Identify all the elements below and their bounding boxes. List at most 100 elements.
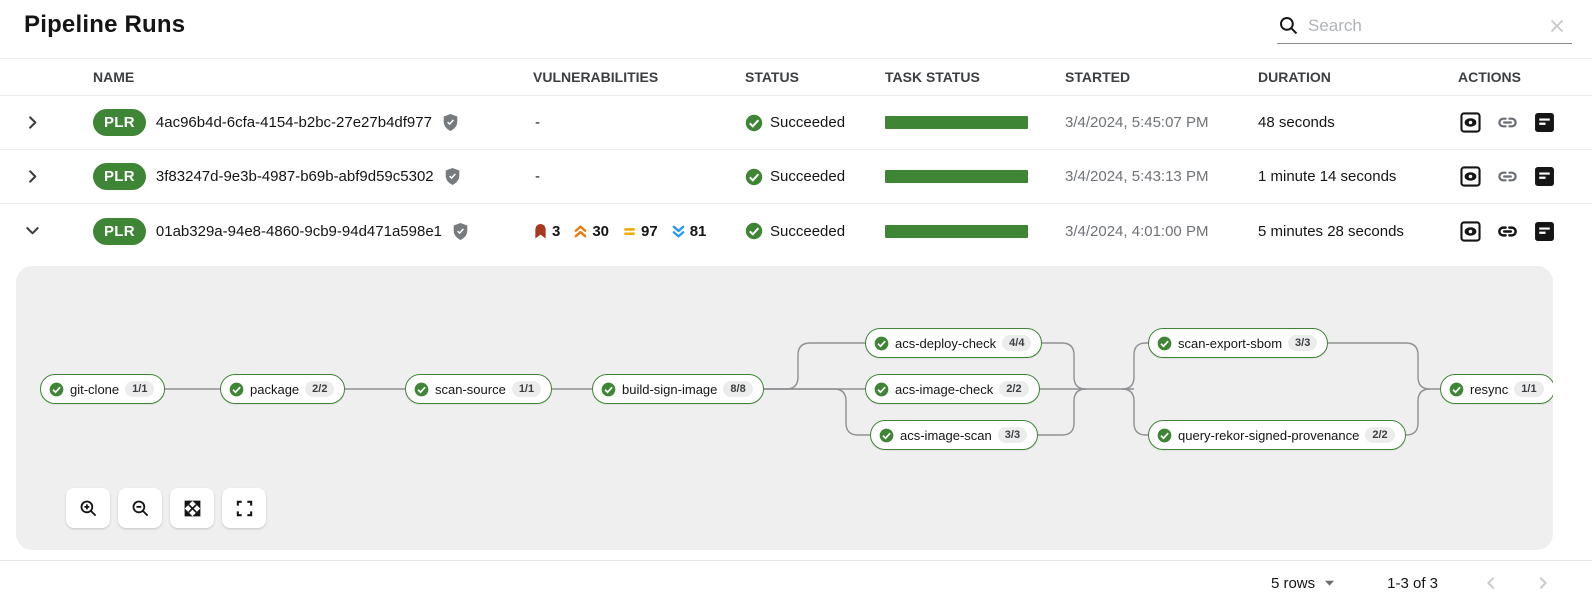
link-icon-button[interactable] [1494,218,1521,245]
duration-value: 48 seconds [1258,114,1335,131]
view-logs-icon-button[interactable] [1532,164,1557,189]
task-success-icon [879,428,894,442]
column-header-started: STARTED [1065,69,1131,85]
low-count: 81 [689,222,707,240]
search-input[interactable] [1308,15,1546,36]
task-success-icon [1449,382,1464,396]
rows-per-page-select[interactable]: 5 rows [1271,575,1335,592]
status-label: Succeeded [770,168,846,185]
task-node-scan-export-sbom[interactable]: scan-export-sbom 3/3 [1148,328,1329,358]
task-node-count: 2/2 [305,381,335,397]
view-output-icon-button[interactable] [1458,164,1483,189]
column-header-task-status: TASK STATUS [885,69,980,85]
task-node-count: 1/1 [511,381,542,397]
low-severity-icon [672,225,685,238]
started-timestamp: 3/4/2024, 5:45:07 PM [1065,114,1209,131]
task-node-label: package [250,381,300,397]
task-status-bar [885,170,1028,183]
task-node-count: 2/2 [999,381,1029,397]
search-box [1277,10,1572,44]
column-header-status: STATUS [745,69,799,85]
fit-to-screen-button[interactable] [170,488,214,528]
zoom-out-button[interactable] [118,488,162,528]
rows-per-page-label: 5 rows [1270,574,1316,592]
expand-chevron-down-icon[interactable] [21,219,44,242]
caret-down-icon [1325,580,1335,586]
task-success-icon [874,336,889,350]
task-node-git-clone[interactable]: git-clone 1/1 [40,374,166,404]
plr-badge: PLR [93,109,146,136]
fullscreen-brackets-icon [236,500,252,516]
fit-to-screen-icon [184,500,200,516]
success-check-icon [745,114,763,131]
task-node-label: git-clone [70,381,120,397]
column-header-name: NAME [93,69,135,85]
signed-shield-icon [442,113,459,132]
link-icon-button[interactable] [1494,163,1521,190]
task-status-bar [885,116,1028,129]
expand-chevron-right-icon[interactable] [21,165,44,188]
task-success-icon [874,382,889,396]
expand-chevron-right-icon[interactable] [21,111,44,134]
plr-badge: PLR [93,217,146,245]
view-output-icon-button[interactable] [1458,110,1483,135]
signed-shield-icon [452,222,469,241]
search-clear-icon[interactable] [1546,17,1568,35]
view-output-icon-button[interactable] [1458,219,1483,244]
high-severity-icon [574,224,587,237]
reset-view-button[interactable] [222,488,266,528]
pipeline-graph-panel: git-clone 1/1 package 2/2 scan-source 1/… [16,266,1553,550]
search-icon [1279,16,1298,35]
column-header-actions: ACTIONS [1458,69,1521,85]
signed-shield-icon [444,167,461,186]
task-node-scan-source[interactable]: scan-source 1/1 [405,374,553,404]
plr-badge: PLR [93,163,146,190]
zoom-in-button[interactable] [66,488,110,528]
task-node-acs-image-check[interactable]: acs-image-check 2/2 [865,374,1040,404]
success-check-icon [745,168,763,185]
pipeline-run-name[interactable]: 3f83247d-9e3b-4987-b69b-abf9d59c5302 [155,168,434,185]
table-row: PLR 4ac96b4d-6cfa-4154-b2bc-27e27b4df977… [0,96,1592,150]
app-header: Pipeline Runs [0,0,1592,58]
task-status-bar [885,224,1028,238]
task-node-label: acs-image-check [895,381,994,397]
pipeline-run-name[interactable]: 01ab329a-94e8-4860-9cb9-94d471a598e1 [155,222,442,240]
table-row: PLR 01ab329a-94e8-4860-9cb9-94d471a598e1… [0,204,1592,258]
started-timestamp: 3/4/2024, 5:43:13 PM [1065,168,1209,185]
high-count: 30 [592,222,610,240]
task-node-query-rekor-signed-provenance[interactable]: query-rekor-signed-provenance 2/2 [1148,420,1406,450]
task-node-build-sign-image[interactable]: build-sign-image 8/8 [592,374,764,404]
task-node-label: acs-deploy-check [895,335,997,351]
view-logs-icon-button[interactable] [1532,110,1557,135]
vulnerabilities-summary: 3 30 97 81 [533,223,745,240]
pagination: 5 rows 1-3 of 3 [1271,561,1568,604]
next-page-chevron-icon[interactable] [1532,572,1554,594]
task-success-icon [1157,428,1172,442]
critical-severity-icon [535,223,546,239]
page-range-label: 1-3 of 3 [1387,574,1438,592]
task-node-resync[interactable]: resync 1/1 [1440,374,1553,404]
status-label: Succeeded [770,222,846,240]
link-icon-button[interactable] [1494,109,1521,136]
medium-severity-icon [624,227,635,235]
duration-value: 1 minute 14 seconds [1258,168,1397,185]
task-node-count: 1/1 [1514,381,1544,397]
task-node-label: resync [1470,381,1509,397]
task-node-package[interactable]: package 2/2 [220,374,346,404]
task-node-acs-deploy-check[interactable]: acs-deploy-check 4/4 [865,328,1043,358]
task-success-icon [1157,336,1172,350]
critical-count: 3 [552,222,561,240]
task-success-icon [601,382,616,396]
view-logs-icon-button[interactable] [1532,219,1557,244]
previous-page-chevron-icon[interactable] [1480,572,1502,594]
task-success-icon [49,382,64,396]
column-header-duration: DURATION [1258,69,1331,85]
graph-controls [66,488,266,528]
task-success-icon [414,382,429,396]
vulnerabilities-empty: - [535,114,540,131]
pipeline-run-name[interactable]: 4ac96b4d-6cfa-4154-b2bc-27e27b4df977 [155,114,432,131]
task-node-label: query-rekor-signed-provenance [1178,427,1360,443]
task-node-acs-image-scan[interactable]: acs-image-scan 3/3 [870,420,1039,450]
task-node-label: scan-source [435,381,506,397]
table-footer: 5 rows 1-3 of 3 [0,560,1592,604]
